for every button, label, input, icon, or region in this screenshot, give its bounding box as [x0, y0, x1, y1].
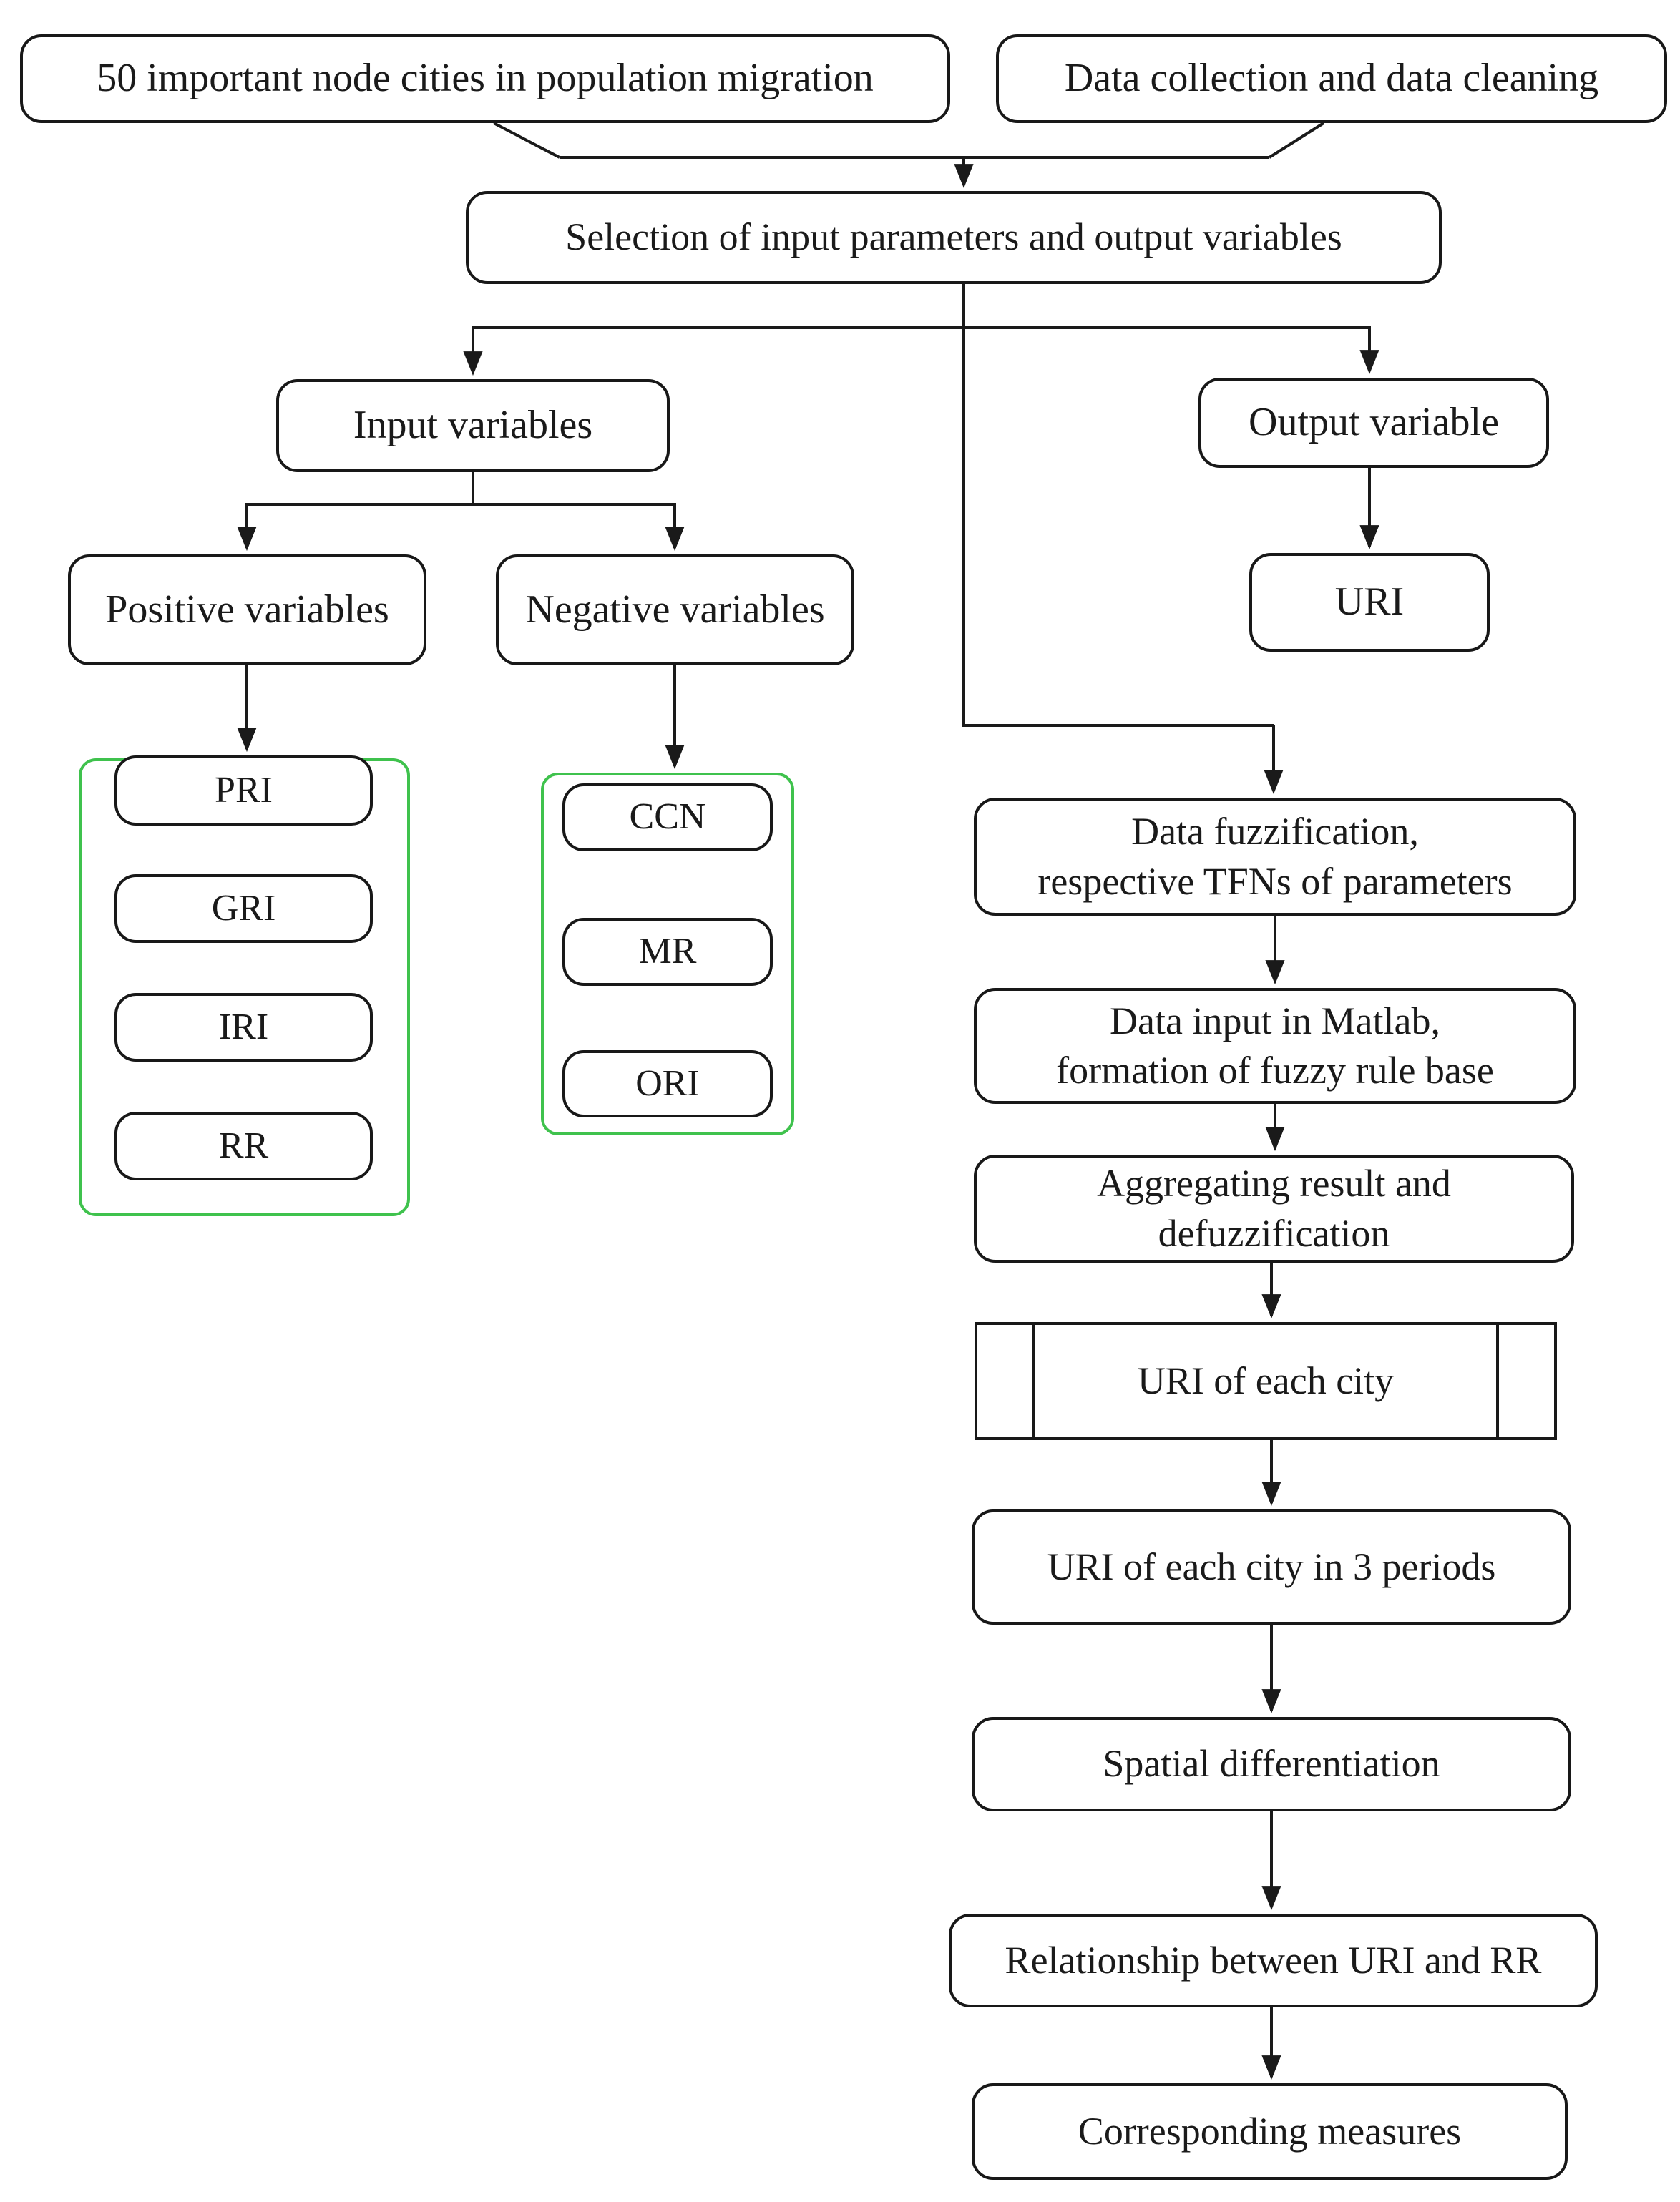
- node-uri-each-city: URI of each city: [975, 1322, 1557, 1440]
- node-corresponding-measures: Corresponding measures: [972, 2083, 1568, 2180]
- node-matlab-input: Data input in Matlab, formation of fuzzy…: [974, 988, 1576, 1104]
- node-ccn: CCN: [562, 783, 773, 851]
- node-uri: URI: [1249, 553, 1490, 652]
- predefined-process-right-line: [1496, 1325, 1499, 1437]
- node-uri-three-periods: URI of each city in 3 periods: [972, 1509, 1571, 1625]
- node-50-cities: 50 important node cities in population m…: [20, 34, 950, 123]
- node-rr: RR: [114, 1112, 373, 1180]
- node-selection: Selection of input parameters and output…: [466, 191, 1442, 284]
- node-spatial-differentiation: Spatial differentiation: [972, 1717, 1571, 1811]
- node-aggregating: Aggregating result and defuzzification: [974, 1155, 1574, 1263]
- node-output-variable: Output variable: [1198, 378, 1549, 468]
- node-pri: PRI: [114, 755, 373, 826]
- node-mr: MR: [562, 918, 773, 986]
- node-uri-each-city-label: URI of each city: [1137, 1359, 1395, 1402]
- predefined-process-left-line: [1032, 1325, 1035, 1437]
- node-ori: ORI: [562, 1050, 773, 1117]
- node-iri: IRI: [114, 993, 373, 1062]
- node-negative-variables: Negative variables: [496, 554, 854, 665]
- node-input-variables: Input variables: [276, 379, 670, 472]
- node-data-collection: Data collection and data cleaning: [996, 34, 1667, 123]
- negative-variables-group: [541, 773, 794, 1135]
- node-data-fuzzification: Data fuzzification, respective TFNs of p…: [974, 798, 1576, 916]
- node-positive-variables: Positive variables: [68, 554, 426, 665]
- node-gri: GRI: [114, 874, 373, 943]
- node-relationship-uri-rr: Relationship between URI and RR: [949, 1914, 1598, 2007]
